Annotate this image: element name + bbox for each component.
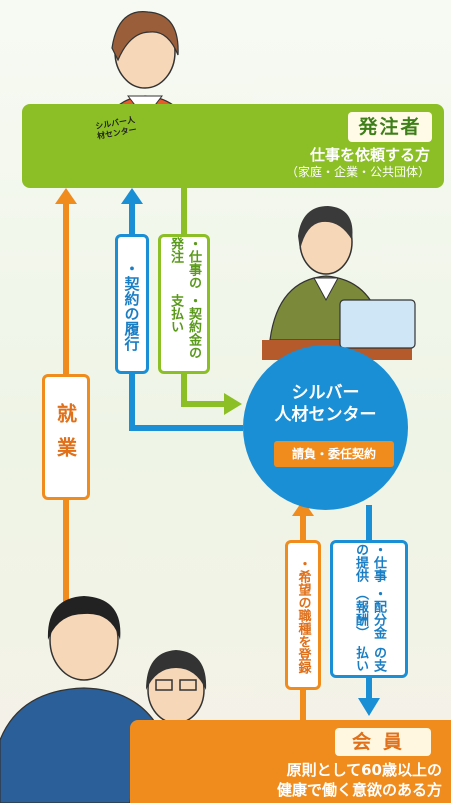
client-subtitle: （家庭・企業・公共団体） — [285, 165, 430, 179]
center-name-line1: シルバー — [291, 383, 360, 403]
keiyaku-rikou-label: ・契約の履行 — [115, 234, 149, 374]
keiyakukin-text: ・契約金の支払い — [168, 294, 201, 360]
contract-type-badge: 請負・委任契約 — [274, 441, 394, 467]
member-line2: 健康で働く意欲のある方 — [276, 781, 442, 799]
member-line1: 原則として60歳以上の — [286, 761, 442, 779]
center-name-line2: 人材センター — [274, 405, 377, 425]
silver-center-circle — [243, 345, 408, 510]
hacchu-arrowhead — [224, 393, 242, 415]
client-title: 発注者 — [348, 112, 432, 142]
hacchu-payment-label: ・仕事の発注 ・契約金の支払い — [158, 234, 210, 374]
center-staff-illustration — [262, 206, 416, 360]
center-name: シルバー 人材センター — [243, 382, 408, 426]
shugyo-arrowhead — [55, 188, 77, 204]
shugyo-label: 就業 — [42, 374, 90, 500]
teikyo-haibun-label: ・仕事の提供 ・配分金（報酬） の支払い — [330, 540, 408, 678]
member-title: 会員 — [335, 728, 431, 756]
haibunkin-2-text: の支払い — [353, 645, 386, 672]
keiyaku-arrowhead — [121, 188, 143, 204]
teikyo-arrowhead — [358, 698, 380, 716]
kibou-label: ・希望の職種を登録 — [285, 540, 321, 690]
member-description: 原則として60歳以上の 健康で働く意欲のある方 — [210, 760, 442, 800]
shigoto-hacchu-text: ・仕事の発注 — [168, 237, 201, 289]
teikyo-text: ・仕事の提供 — [353, 543, 386, 582]
client-description: 仕事を依頼する方 — [309, 146, 430, 164]
kibou-arrowhead — [292, 500, 314, 516]
haibunkin-text: ・配分金（報酬） — [353, 587, 386, 639]
